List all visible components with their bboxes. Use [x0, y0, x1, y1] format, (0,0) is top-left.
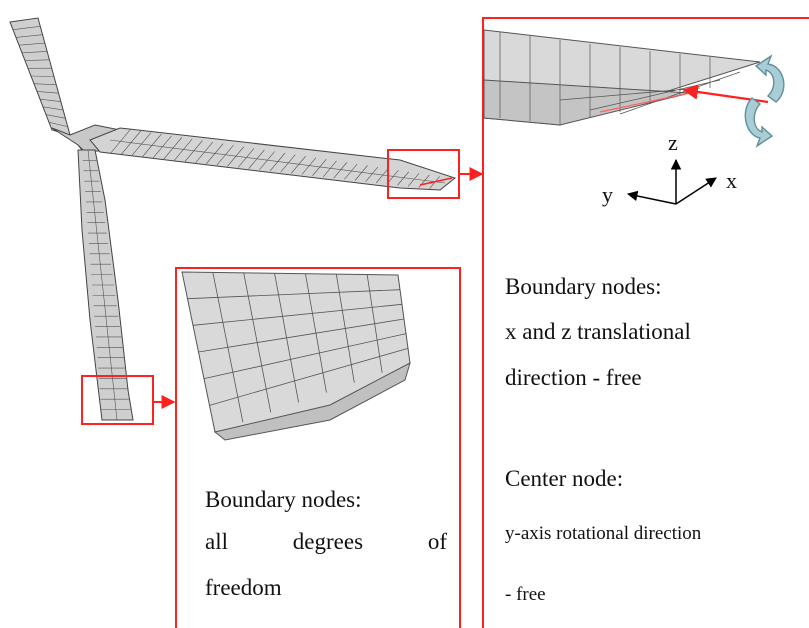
mesh-line: [192, 303, 403, 326]
boom-root-closeup: [181, 271, 411, 441]
mesh-line: [237, 148, 255, 168]
horizontal-wing: [89, 127, 457, 191]
mesh-line: [429, 176, 440, 190]
aircraft-mesh-model: [9, 17, 457, 421]
mesh-line: [21, 51, 48, 54]
mesh-line: [301, 157, 317, 175]
mesh-line: [407, 173, 420, 187]
z-axis-label: z: [668, 130, 678, 155]
mesh-line: [45, 114, 66, 119]
mesh-line: [354, 165, 368, 181]
word-all: all: [205, 529, 228, 554]
mesh-line: [397, 171, 409, 186]
mesh-line: [216, 144, 234, 166]
right-boundary-line2: direction - free: [505, 365, 642, 390]
mesh-line: [24, 59, 50, 61]
coordinate-axes: [626, 158, 717, 205]
word-of: of: [427, 529, 447, 554]
mesh-line: [15, 34, 43, 38]
right-boundary-title: Boundary nodes:: [505, 274, 662, 299]
rotation-symbol: [744, 54, 785, 148]
mesh-line: [259, 151, 275, 171]
mesh-line: [42, 106, 64, 111]
mesh-line: [312, 159, 327, 176]
boom-root-highlight-box: [81, 375, 154, 425]
mesh-line: [36, 91, 59, 94]
mesh-line: [109, 139, 446, 184]
left-boundary-title: Boundary nodes:: [205, 487, 362, 512]
right-center-line2: - free: [505, 584, 546, 605]
left-boundary-line3: freedom: [205, 575, 282, 600]
wing-tip-red-nodes: [419, 177, 453, 186]
mesh-line: [198, 318, 405, 353]
right-boundary-line1: x and z translational: [505, 319, 691, 344]
right-center-line1: y-axis rotational direction: [505, 523, 702, 544]
mesh-line: [48, 121, 68, 127]
mesh-line: [280, 154, 296, 173]
mesh-line: [291, 155, 306, 174]
upper-boom: [9, 17, 89, 151]
mesh-line: [209, 347, 409, 406]
mesh-line: [376, 168, 389, 184]
mesh-line: [322, 160, 337, 178]
mesh-line: [269, 152, 286, 172]
mesh-line: [187, 289, 401, 300]
mesh-line: [203, 333, 407, 380]
mesh-line: [333, 162, 348, 179]
y-axis-label: y: [602, 182, 613, 207]
left-boundary-line2: all degrees of: [205, 530, 447, 553]
mesh-line: [33, 83, 57, 86]
right-center-title: Center node:: [505, 466, 624, 491]
mesh-line: [365, 166, 379, 182]
mesh-line: [18, 42, 45, 46]
y-axis-line: [626, 190, 677, 205]
x-axis-label: x: [726, 168, 737, 193]
mesh-line: [12, 26, 41, 31]
right-panel-frame: [482, 17, 809, 628]
mesh-line: [344, 163, 358, 180]
x-axis-line: [675, 177, 717, 205]
word-degrees: degrees: [292, 529, 364, 554]
mesh-line: [206, 143, 224, 165]
left-panel-frame: [175, 267, 461, 628]
mesh-line: [30, 75, 55, 77]
wing-tip-closeup: [483, 29, 785, 148]
mesh-line: [39, 98, 61, 102]
mesh-line: [248, 149, 265, 169]
mesh-line: [227, 146, 244, 167]
